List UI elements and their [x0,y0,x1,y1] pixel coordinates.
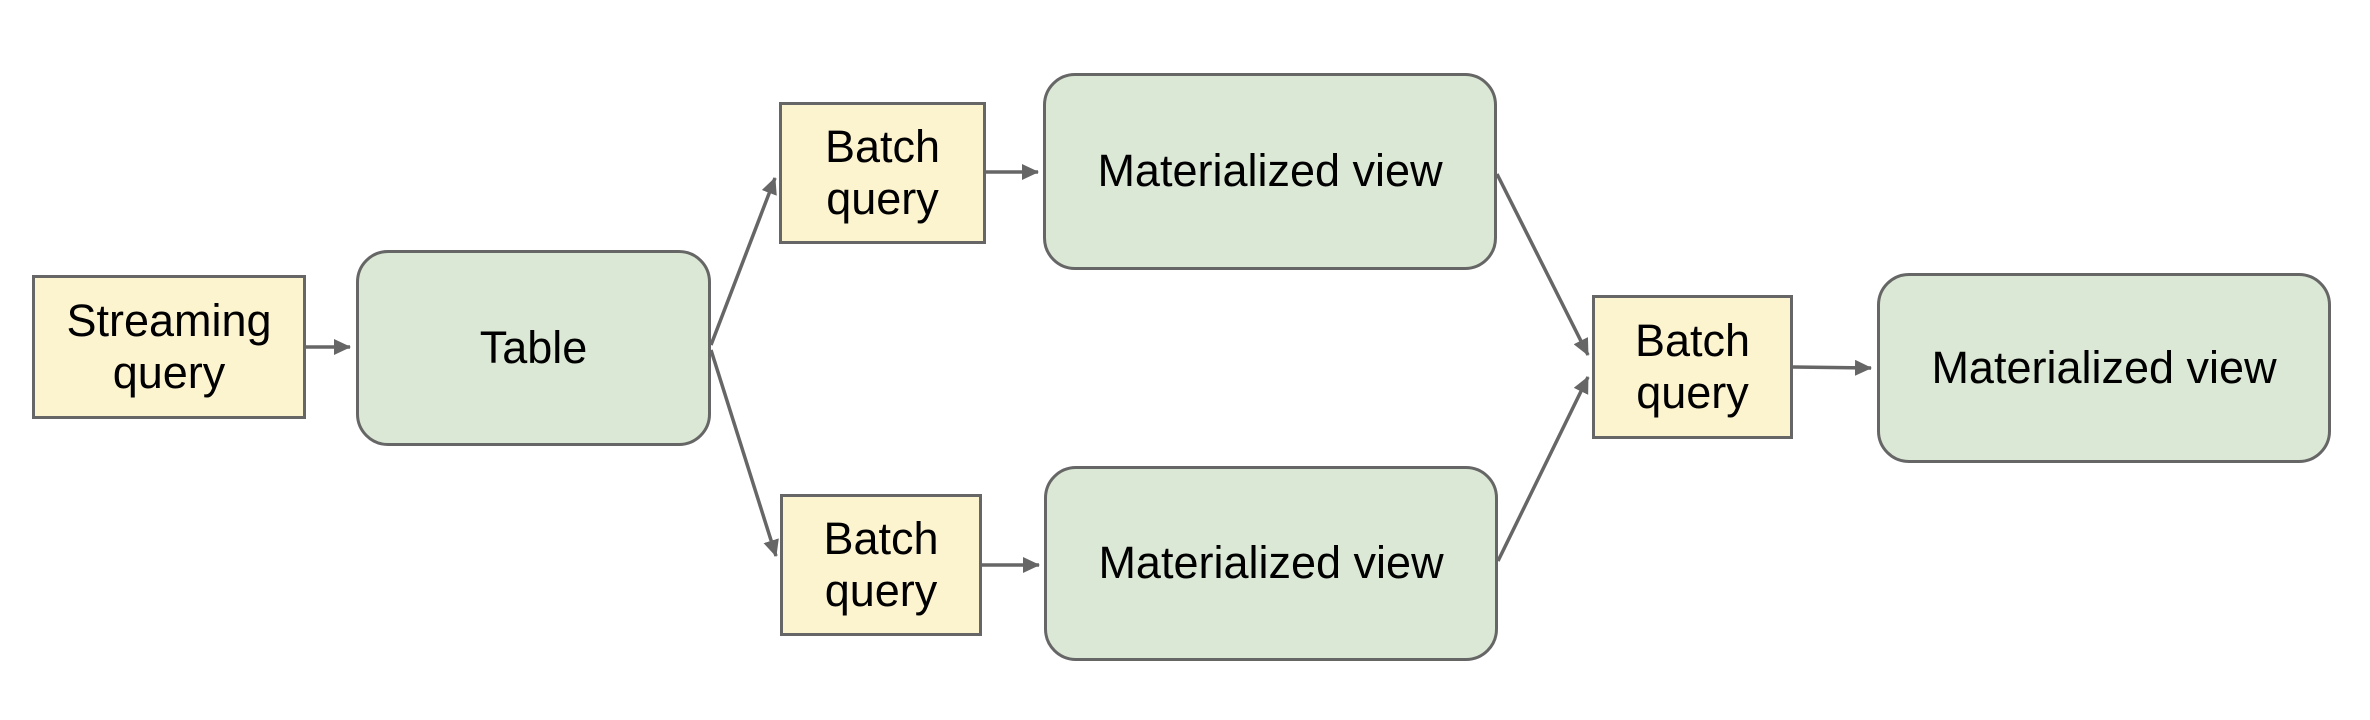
edge-table-to-batch-bottom [709,349,779,557]
node-table: Table [356,250,711,446]
node-materialized-view-bottom-label: Materialized view [1098,537,1444,589]
node-batch-query-bottom: Batch query [780,494,982,636]
node-batch-query-top-label: Batch query [824,120,941,224]
edge-mv-top-to-batch-right [1495,173,1590,356]
node-materialized-view-right-label: Materialized view [1931,341,2277,393]
node-materialized-view-top-label: Materialized view [1097,145,1443,197]
edge-mv-bottom-to-batch-right [1496,376,1590,562]
node-batch-query-top: Batch query [779,102,986,244]
edge-table-to-batch-top [709,177,777,346]
node-streaming-query: Streaming query [32,275,306,419]
node-batch-query-bottom-label: Batch query [823,512,939,616]
node-batch-query-right: Batch query [1592,295,1793,439]
node-streaming-query-label: Streaming query [66,294,272,398]
node-batch-query-right-label: Batch query [1634,314,1751,418]
node-materialized-view-right: Materialized view [1877,273,2331,463]
edge-batch-right-to-mv-right [1792,359,1872,376]
node-materialized-view-top: Materialized view [1043,73,1497,270]
node-materialized-view-bottom: Materialized view [1044,466,1498,661]
node-table-label: Table [479,321,588,373]
